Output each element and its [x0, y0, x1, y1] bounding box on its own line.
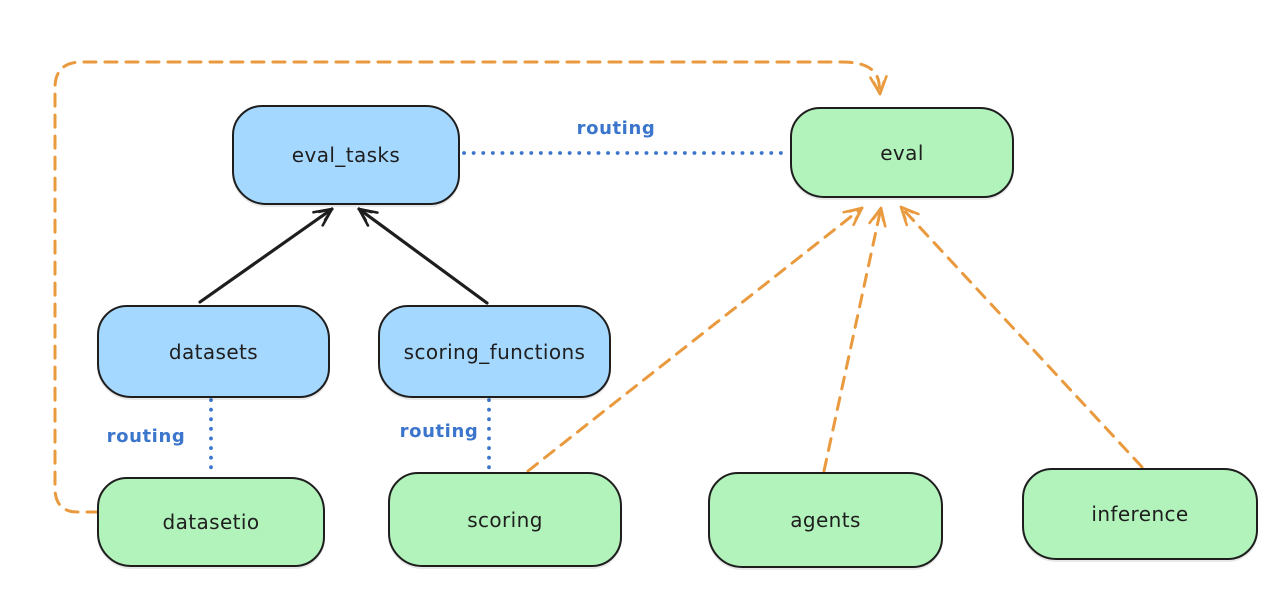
node-eval-tasks-label: eval_tasks [291, 143, 401, 167]
node-datasetio-label: datasetio [162, 510, 260, 534]
node-eval: eval [790, 107, 1014, 198]
node-inference-label: inference [1091, 502, 1189, 526]
edge-inference-to-eval [899, 205, 1144, 469]
edge-label-routing-scoring-functions-scoring: routing [399, 421, 479, 442]
edge-scoring-functions-to-eval-tasks [357, 207, 489, 305]
node-eval-label: eval [880, 140, 924, 165]
node-datasetio: datasetio [97, 477, 325, 567]
edge-datasets-to-eval-tasks [198, 207, 334, 304]
edge-label-routing-datasets-datasetio: routing [106, 426, 186, 447]
node-datasets: datasets [97, 305, 330, 398]
edge-datasetio-to-eval [53, 60, 888, 514]
node-scoring-functions-label: scoring_functions [403, 339, 586, 364]
node-scoring-functions: scoring_functions [378, 305, 611, 398]
node-datasets-label: datasets [168, 339, 259, 364]
edge-agents-to-eval [822, 206, 887, 473]
node-inference: inference [1022, 468, 1258, 560]
node-eval-tasks: eval_tasks [232, 105, 460, 205]
edge-label-routing-eval-tasks-eval: routing [576, 118, 656, 139]
node-agents: agents [708, 472, 943, 568]
node-agents-label: agents [790, 508, 861, 532]
node-scoring-label: scoring [467, 507, 543, 532]
edge-scoring-to-eval [526, 206, 864, 473]
node-scoring: scoring [388, 472, 622, 567]
